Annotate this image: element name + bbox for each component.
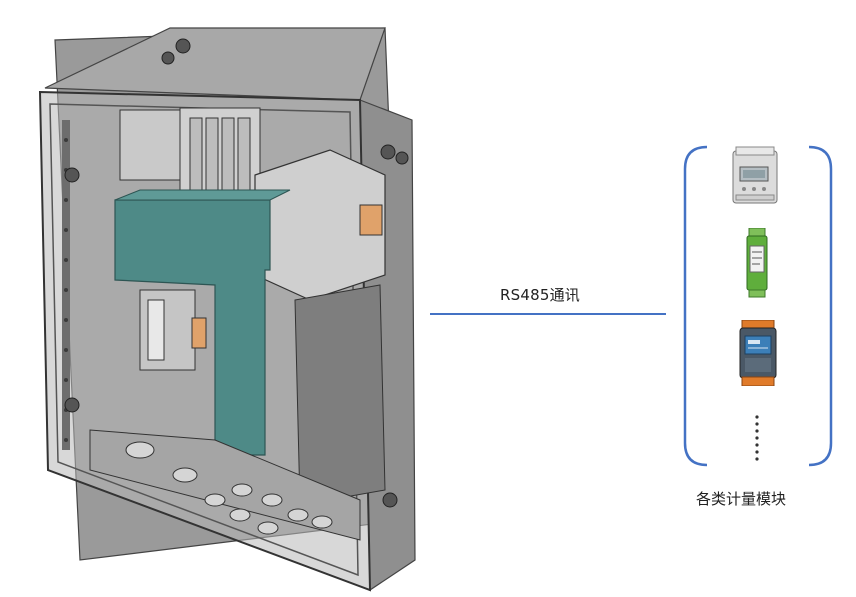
- right-brace: [808, 145, 833, 467]
- din-rail-transmitter-icon: [746, 228, 768, 298]
- bolt-icons: [64, 38, 409, 508]
- io-module-icon: [739, 320, 777, 386]
- cabinet-top: [44, 27, 386, 101]
- ellipsis-icon: [755, 415, 759, 461]
- busbar: [114, 199, 271, 456]
- left-brace: [683, 145, 708, 467]
- rs485-connection-line: [430, 313, 666, 315]
- control-cabinet-illustration: [38, 27, 416, 592]
- modules-caption: 各类计量模块: [696, 490, 787, 508]
- rs485-label: RS485通讯: [500, 286, 580, 304]
- energy-meter-icon: [732, 146, 778, 204]
